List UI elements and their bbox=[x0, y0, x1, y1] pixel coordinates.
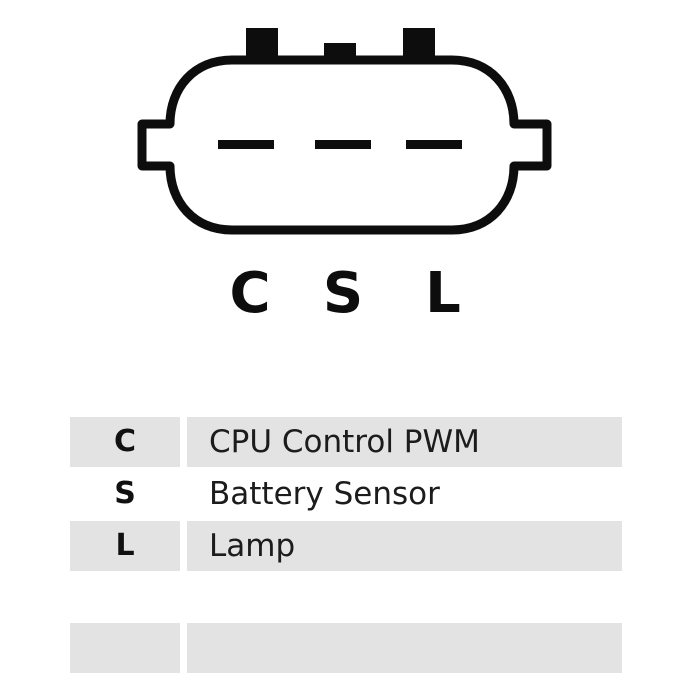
empty-code-cell bbox=[70, 623, 180, 673]
pin-letter-s: S bbox=[322, 261, 364, 326]
terminal-slot-c bbox=[218, 140, 274, 149]
terminal-slot-l bbox=[406, 140, 462, 149]
terminal-slot-s bbox=[315, 140, 371, 149]
empty-description-cell bbox=[187, 623, 622, 673]
pin-code-cell: C bbox=[70, 417, 180, 467]
pin-letter-c: C bbox=[229, 261, 271, 326]
table-row: C CPU Control PWM bbox=[70, 417, 622, 469]
pin-description-cell: Battery Sensor bbox=[209, 476, 440, 512]
pin-letter-l: L bbox=[425, 261, 461, 326]
pin-description-cell: Lamp bbox=[187, 521, 622, 571]
pin-code-cell: S bbox=[114, 476, 136, 511]
left-top-tab bbox=[246, 28, 278, 60]
pin-code-cell: L bbox=[70, 521, 180, 571]
table-row: L Lamp bbox=[70, 521, 622, 573]
pin-description-cell: CPU Control PWM bbox=[187, 417, 622, 467]
empty-table-row bbox=[70, 623, 622, 675]
right-top-tab bbox=[403, 28, 435, 60]
pin-legend-table: C CPU Control PWM S Battery Sensor L Lam… bbox=[70, 417, 622, 573]
connector-diagram bbox=[137, 28, 552, 235]
table-row: S Battery Sensor bbox=[70, 469, 622, 521]
